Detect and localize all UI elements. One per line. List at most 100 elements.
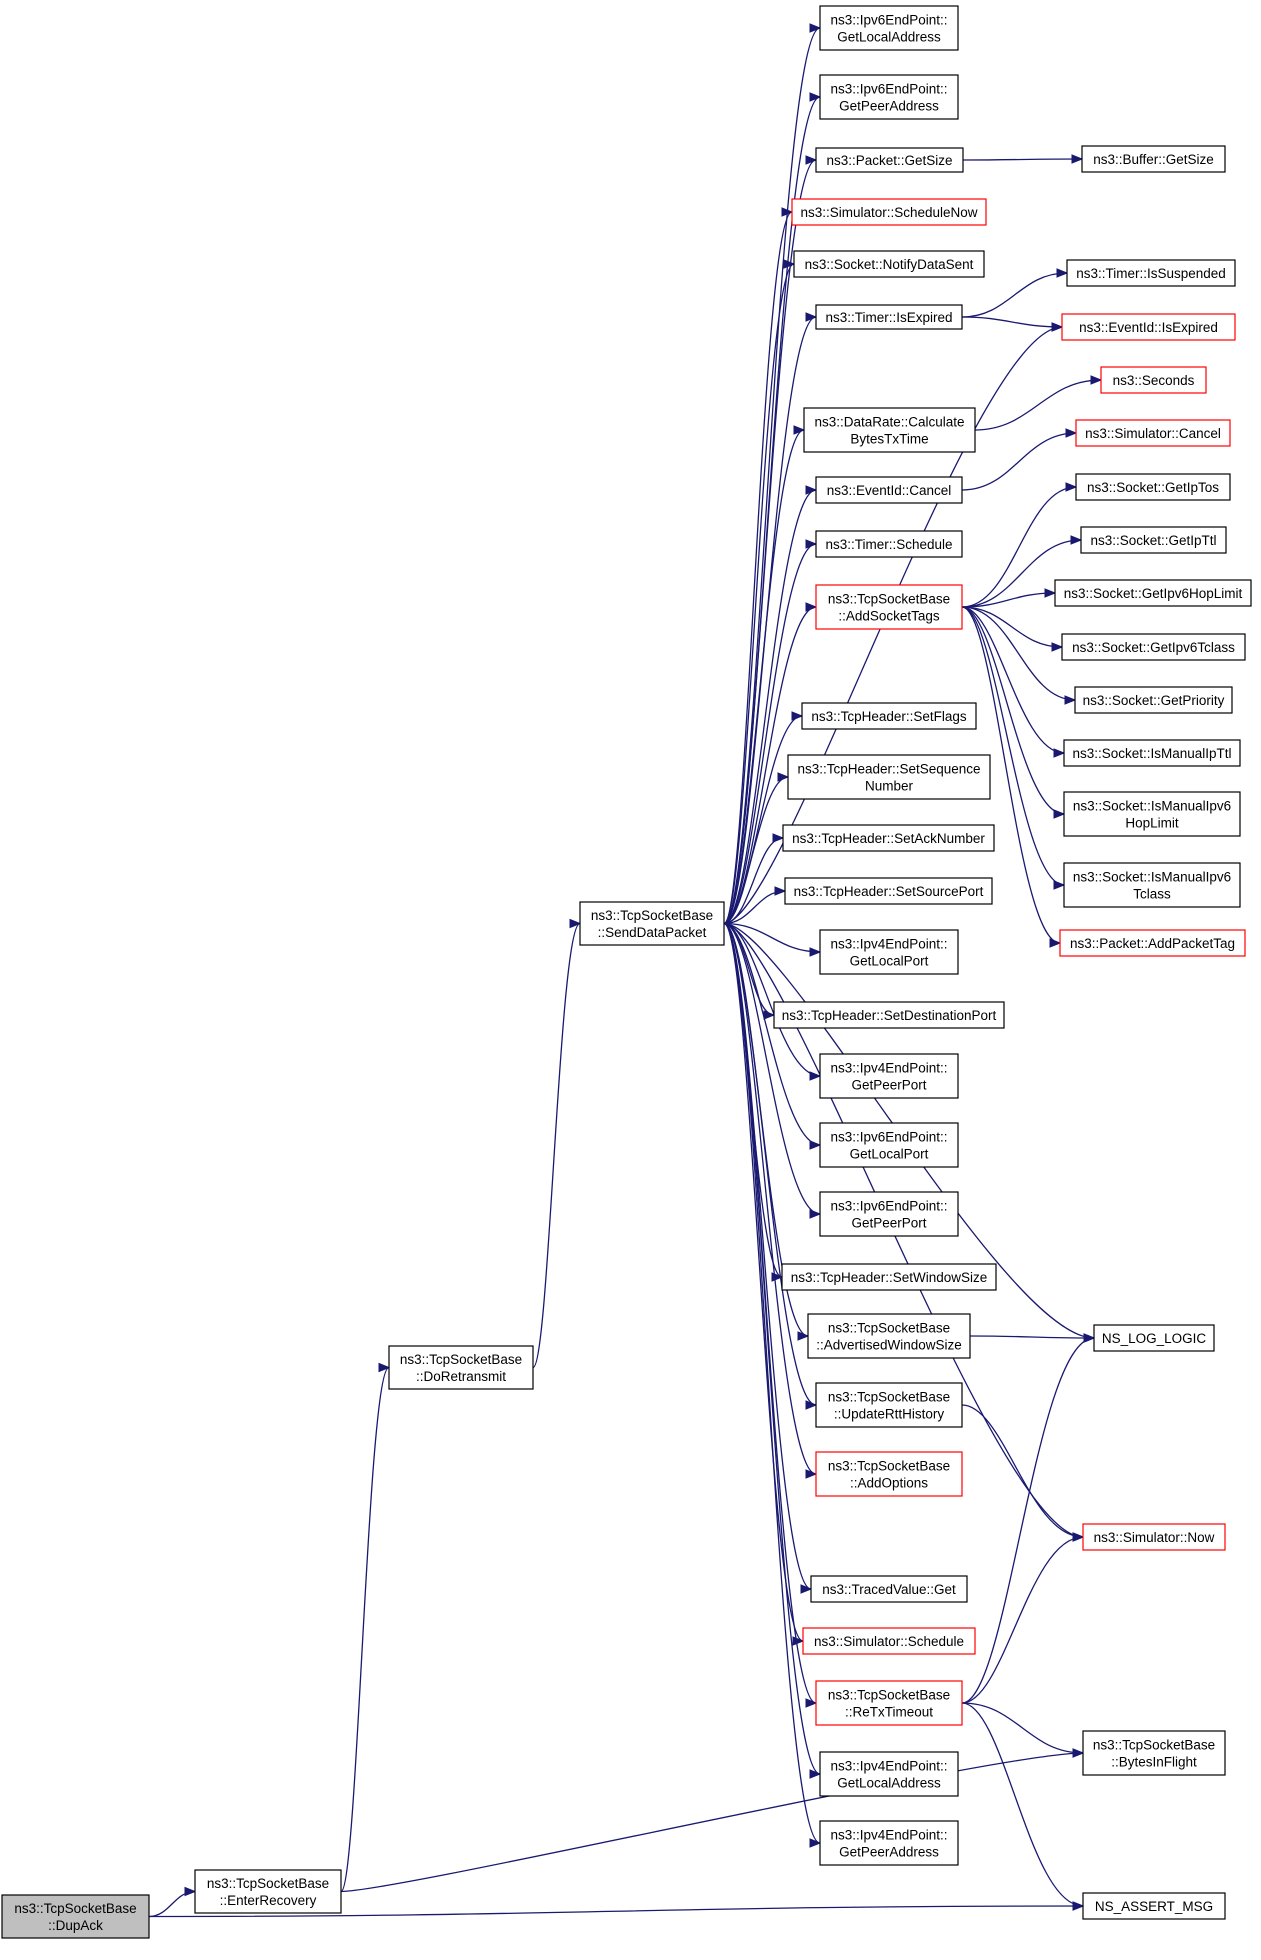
edge-senddatapacket-to-notifydatasent <box>723 259 796 925</box>
node-getpriority[interactable]: ns3::Socket::GetPriority <box>1074 686 1233 714</box>
edge-line <box>723 922 821 1844</box>
edge-line <box>723 543 817 925</box>
node-addsockettags[interactable]: ns3::TcpSocketBase::AddSocketTags <box>815 584 963 630</box>
node-setdestport[interactable]: ns3::TcpHeader::SetDestinationPort <box>773 1001 1005 1029</box>
arrowhead <box>809 1209 822 1219</box>
node-ipv4localport[interactable]: ns3::Ipv4EndPoint::GetLocalPort <box>819 929 959 975</box>
node-label: ns3::TcpSocketBase <box>828 1321 950 1336</box>
edge-addsockettags-to-ismanualipv6hop <box>961 606 1066 819</box>
edge-senddatapacket-to-addoptions <box>723 922 818 1479</box>
node-dupack[interactable]: ns3::TcpSocketBase::DupAck <box>1 1894 150 1939</box>
node-retxtimeout[interactable]: ns3::TcpSocketBase::ReTxTimeout <box>815 1680 963 1726</box>
node-setwindowsize[interactable]: ns3::TcpHeader::SetWindowSize <box>781 1263 997 1291</box>
edge-addsockettags-to-getiptos <box>961 482 1078 608</box>
node-label: ns3::Simulator::Cancel <box>1085 426 1221 441</box>
arrowhead <box>805 602 818 612</box>
node-tracedget[interactable]: ns3::TracedValue::Get <box>810 1575 968 1603</box>
node-addpackettag[interactable]: ns3::Packet::AddPacketTag <box>1059 929 1246 957</box>
arrowhead <box>783 259 796 269</box>
node-simcancel[interactable]: ns3::Simulator::Cancel <box>1075 419 1231 447</box>
node-ipv6localport[interactable]: ns3::Ipv6EndPoint::GetLocalPort <box>819 1122 959 1168</box>
node-label: GetLocalAddress <box>837 1776 941 1791</box>
node-timerissuspended[interactable]: ns3::Timer::IsSuspended <box>1066 259 1236 287</box>
edge-addsockettags-to-addpackettag <box>961 606 1062 948</box>
node-enterrecovery[interactable]: ns3::TcpSocketBase::EnterRecovery <box>194 1869 342 1914</box>
edge-timerisexpired-to-eventidisexpired <box>961 316 1064 332</box>
edge-senddatapacket-to-setsourceport <box>723 886 787 925</box>
node-eventidcancel[interactable]: ns3::EventId::Cancel <box>815 476 963 504</box>
node-addoptions[interactable]: ns3::TcpSocketBase::AddOptions <box>815 1451 963 1497</box>
edge-line <box>340 1366 390 1893</box>
node-schedulenow[interactable]: ns3::Simulator::ScheduleNow <box>791 198 987 226</box>
node-ipv6localaddr[interactable]: ns3::Ipv6EndPoint::GetLocalAddress <box>819 5 959 51</box>
node-label: ns3::Ipv4EndPoint:: <box>830 1061 947 1076</box>
node-doretransmit[interactable]: ns3::TcpSocketBase::DoRetransmit <box>388 1345 534 1390</box>
edge-line <box>961 539 1082 608</box>
node-nsloglogic[interactable]: NS_LOG_LOGIC <box>1093 1324 1215 1352</box>
node-label: GetLocalPort <box>850 954 929 969</box>
node-seconds[interactable]: ns3::Seconds <box>1100 366 1207 394</box>
node-ipv4peeraddr[interactable]: ns3::Ipv4EndPoint::GetPeerAddress <box>819 1820 959 1866</box>
node-label: ::AdvertisedWindowSize <box>816 1338 962 1353</box>
edge-line <box>961 486 1077 608</box>
edge-line <box>961 592 1056 608</box>
node-bytesinflight[interactable]: ns3::TcpSocketBase::BytesInFlight <box>1082 1730 1226 1776</box>
arrowhead <box>809 947 822 957</box>
node-packetgetsize[interactable]: ns3::Packet::GetSize <box>815 147 964 173</box>
edge-advwinsize-to-nsloglogic <box>969 1333 1096 1343</box>
edge-addsockettags-to-getpriority <box>961 606 1077 705</box>
node-buffergetsize[interactable]: ns3::Buffer::GetSize <box>1081 145 1226 173</box>
node-label: ns3::Timer::IsSuspended <box>1076 266 1226 281</box>
edge-line <box>961 1536 1084 1704</box>
arrowhead <box>777 772 790 782</box>
node-ipv6peerport[interactable]: ns3::Ipv6EndPoint::GetPeerPort <box>819 1191 959 1237</box>
node-box <box>1080 526 1227 554</box>
node-simnow[interactable]: ns3::Simulator::Now <box>1082 1523 1226 1551</box>
node-getipv6hoplimit[interactable]: ns3::Socket::GetIpv6HopLimit <box>1054 579 1252 607</box>
edge-addsockettags-to-ismanualipv6tclass <box>961 606 1066 890</box>
node-label: ns3::Socket::GetIpTos <box>1087 480 1219 495</box>
node-box <box>388 1345 534 1390</box>
node-box <box>819 1751 959 1797</box>
arrowhead <box>809 23 822 33</box>
node-box <box>793 250 985 278</box>
node-label: ns3::Ipv4EndPoint:: <box>830 937 947 952</box>
node-label: ns3::TcpSocketBase <box>828 1459 950 1474</box>
node-setsourceport[interactable]: ns3::TcpHeader::SetSourcePort <box>784 877 993 905</box>
arrowhead <box>1083 1333 1096 1343</box>
node-notifydatasent[interactable]: ns3::Socket::NotifyDataSent <box>793 250 985 278</box>
edge-line <box>723 776 789 925</box>
arrowhead <box>1072 1532 1085 1542</box>
node-label: ns3::Simulator::Schedule <box>814 1634 964 1649</box>
edge-addsockettags-to-ismanualipttl <box>961 606 1066 758</box>
node-senddatapacket[interactable]: ns3::TcpSocketBase::SendDataPacket <box>579 901 725 946</box>
node-label: ns3::TcpSocketBase <box>1093 1738 1215 1753</box>
node-setflags[interactable]: ns3::TcpHeader::SetFlags <box>801 702 977 730</box>
node-timerschedule[interactable]: ns3::Timer::Schedule <box>815 530 963 558</box>
node-timerisexpired[interactable]: ns3::Timer::IsExpired <box>815 304 963 330</box>
node-ipv4peerport[interactable]: ns3::Ipv4EndPoint::GetPeerPort <box>819 1053 959 1099</box>
node-label: ::UpdateRttHistory <box>834 1407 945 1422</box>
node-simschedule[interactable]: ns3::Simulator::Schedule <box>802 1627 976 1655</box>
node-getipv6tclass[interactable]: ns3::Socket::GetIpv6Tclass <box>1061 633 1246 661</box>
node-getiptos[interactable]: ns3::Socket::GetIpTos <box>1075 473 1231 501</box>
node-ipv6peeraddr[interactable]: ns3::Ipv6EndPoint::GetPeerAddress <box>819 74 959 120</box>
node-box <box>819 1820 959 1866</box>
node-ismanualipttl[interactable]: ns3::Socket::IsManualIpTtl <box>1063 739 1241 767</box>
edge-line <box>961 1702 1084 1754</box>
node-updatertt[interactable]: ns3::TcpSocketBase::UpdateRttHistory <box>815 1382 963 1428</box>
arrowhead <box>805 485 818 495</box>
node-getipttl[interactable]: ns3::Socket::GetIpTtl <box>1080 526 1227 554</box>
node-box <box>1061 633 1246 661</box>
node-nsassertmsg[interactable]: NS_ASSERT_MSG <box>1082 1892 1226 1920</box>
edge-line <box>961 606 1063 648</box>
node-setacknumber[interactable]: ns3::TcpHeader::SetAckNumber <box>782 824 995 852</box>
node-advwinsize[interactable]: ns3::TcpSocketBase::AdvertisedWindowSize <box>807 1313 971 1359</box>
node-ipv4localaddr[interactable]: ns3::Ipv4EndPoint::GetLocalAddress <box>819 1751 959 1797</box>
node-box <box>1061 313 1236 341</box>
node-eventidisexpired[interactable]: ns3::EventId::IsExpired <box>1061 313 1236 341</box>
